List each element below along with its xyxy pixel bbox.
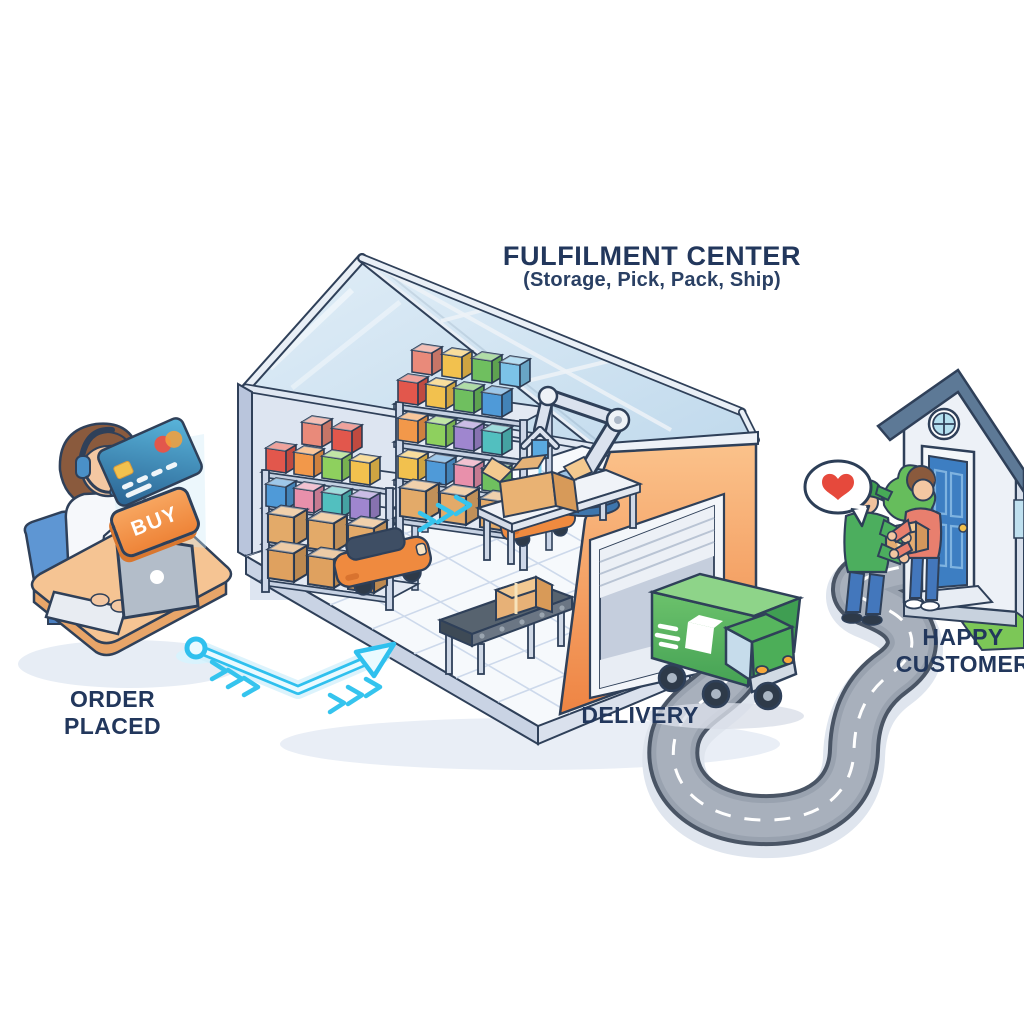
laptop-logo-icon: [150, 570, 164, 584]
side-window: [1013, 499, 1024, 539]
fulfilment-center-building: [237, 253, 760, 746]
motion-chevrons-right: [330, 679, 380, 712]
order-label-line2: PLACED: [64, 712, 161, 739]
step-label-happy-customer: HAPPY CUSTOMER: [878, 624, 1024, 677]
left-wall-edge: [237, 382, 253, 562]
credit-card-icon: [97, 417, 203, 507]
conveyor-belt: [436, 575, 576, 675]
house-roof: [876, 368, 1024, 495]
truck-cab: [722, 612, 798, 694]
delivery-handoff: [803, 459, 943, 626]
happy-label-line2: CUSTOMER: [895, 650, 1024, 677]
road-centerline: [671, 554, 991, 822]
heart-icon: [822, 473, 854, 500]
page-subtitle: (Storage, Pick, Pack, Ship): [523, 269, 781, 291]
step-label-delivery: DELIVERY: [581, 702, 699, 728]
order-flow-arrow: [176, 636, 397, 712]
page-title: FULFILMENT CENTER: [502, 241, 802, 271]
round-window: [927, 407, 961, 441]
delivery-truck: [647, 572, 805, 711]
conveyor-box: [493, 575, 555, 622]
open-packing-box: [480, 453, 594, 519]
truck-logo-icon: [654, 615, 723, 654]
heart-speech-bubble: [803, 459, 873, 528]
step-label-order-placed: ORDER PLACED: [25, 686, 200, 739]
order-label-line1: ORDER: [69, 686, 156, 712]
happy-label-line1: HAPPY: [922, 624, 1004, 650]
doorknob: [958, 523, 968, 533]
